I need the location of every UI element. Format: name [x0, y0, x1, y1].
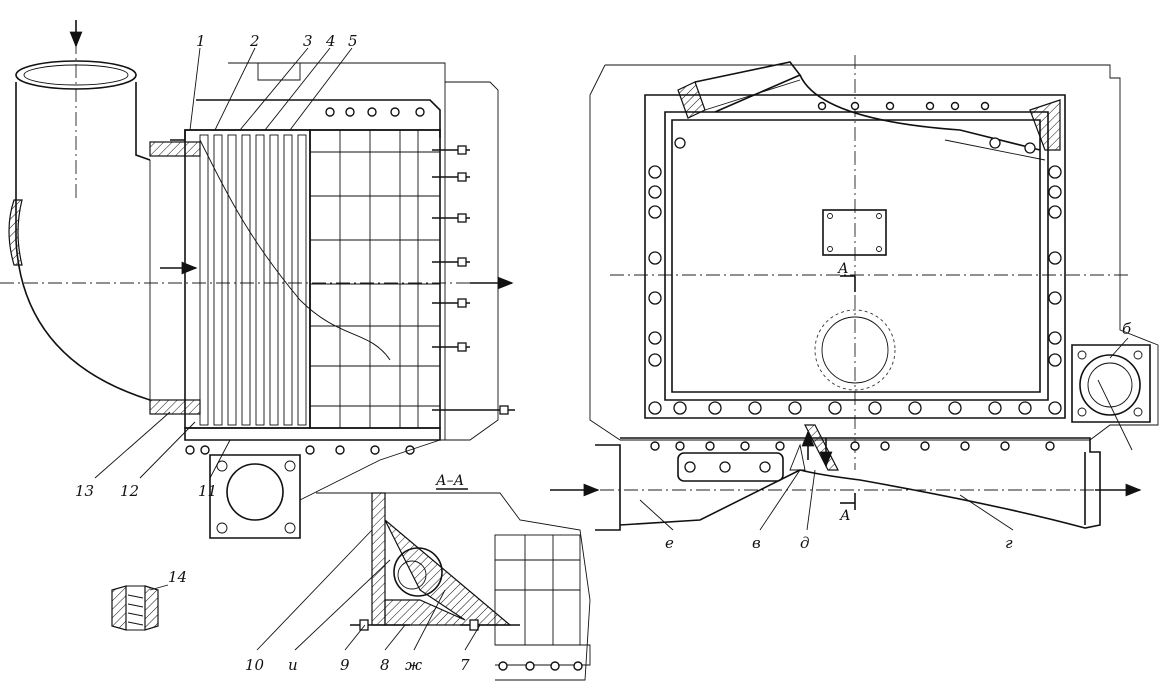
label-13: 13 — [75, 482, 94, 500]
label-zh: ж — [405, 656, 422, 674]
label-3: 3 — [303, 32, 313, 50]
fin-grid — [309, 129, 441, 429]
section-label: А–А — [435, 473, 464, 489]
label-d: д — [800, 534, 810, 552]
right-leaders — [639, 337, 1129, 531]
leader-lines — [94, 47, 481, 651]
right-view: А А е в д г б — [550, 55, 1159, 552]
bottom-bolts — [185, 445, 415, 455]
label-v: в — [752, 534, 761, 552]
label-i: и — [288, 656, 298, 674]
bottom-duct — [595, 424, 1140, 531]
label-12: 12 — [120, 482, 139, 500]
frame — [644, 94, 1066, 419]
detail-view — [316, 492, 591, 681]
cover-plate — [822, 209, 887, 256]
top-small-bolts — [817, 101, 990, 111]
label-8: 8 — [380, 656, 390, 674]
label-e: е — [665, 534, 674, 552]
label-10: 10 — [245, 656, 265, 674]
side-studs — [432, 145, 515, 415]
side-port — [1071, 344, 1151, 451]
left-view: 1 2 3 4 5 13 12 11 14 10 и 9 8 ж 7 А–А — [0, 20, 591, 681]
tube-core — [184, 129, 391, 429]
label-2: 2 — [249, 32, 260, 50]
label-4: 4 — [325, 32, 336, 50]
label-1: 1 — [196, 32, 206, 50]
section-mark-top: А — [837, 261, 849, 277]
label-7: 7 — [460, 656, 470, 674]
outlet-flange — [209, 439, 441, 539]
top-bolts — [325, 107, 425, 117]
perimeter-nuts — [648, 137, 1062, 415]
label-9: 9 — [340, 656, 350, 674]
plug-part — [111, 585, 159, 631]
section-mark-bottom: А — [839, 508, 851, 524]
label-14: 14 — [168, 568, 187, 586]
label-5: 5 — [348, 32, 358, 50]
inlet-elbow — [8, 40, 151, 401]
label-b: б — [1122, 320, 1132, 338]
label-g: г — [1005, 534, 1013, 552]
label-11: 11 — [198, 482, 217, 500]
top-duct — [677, 61, 1061, 161]
